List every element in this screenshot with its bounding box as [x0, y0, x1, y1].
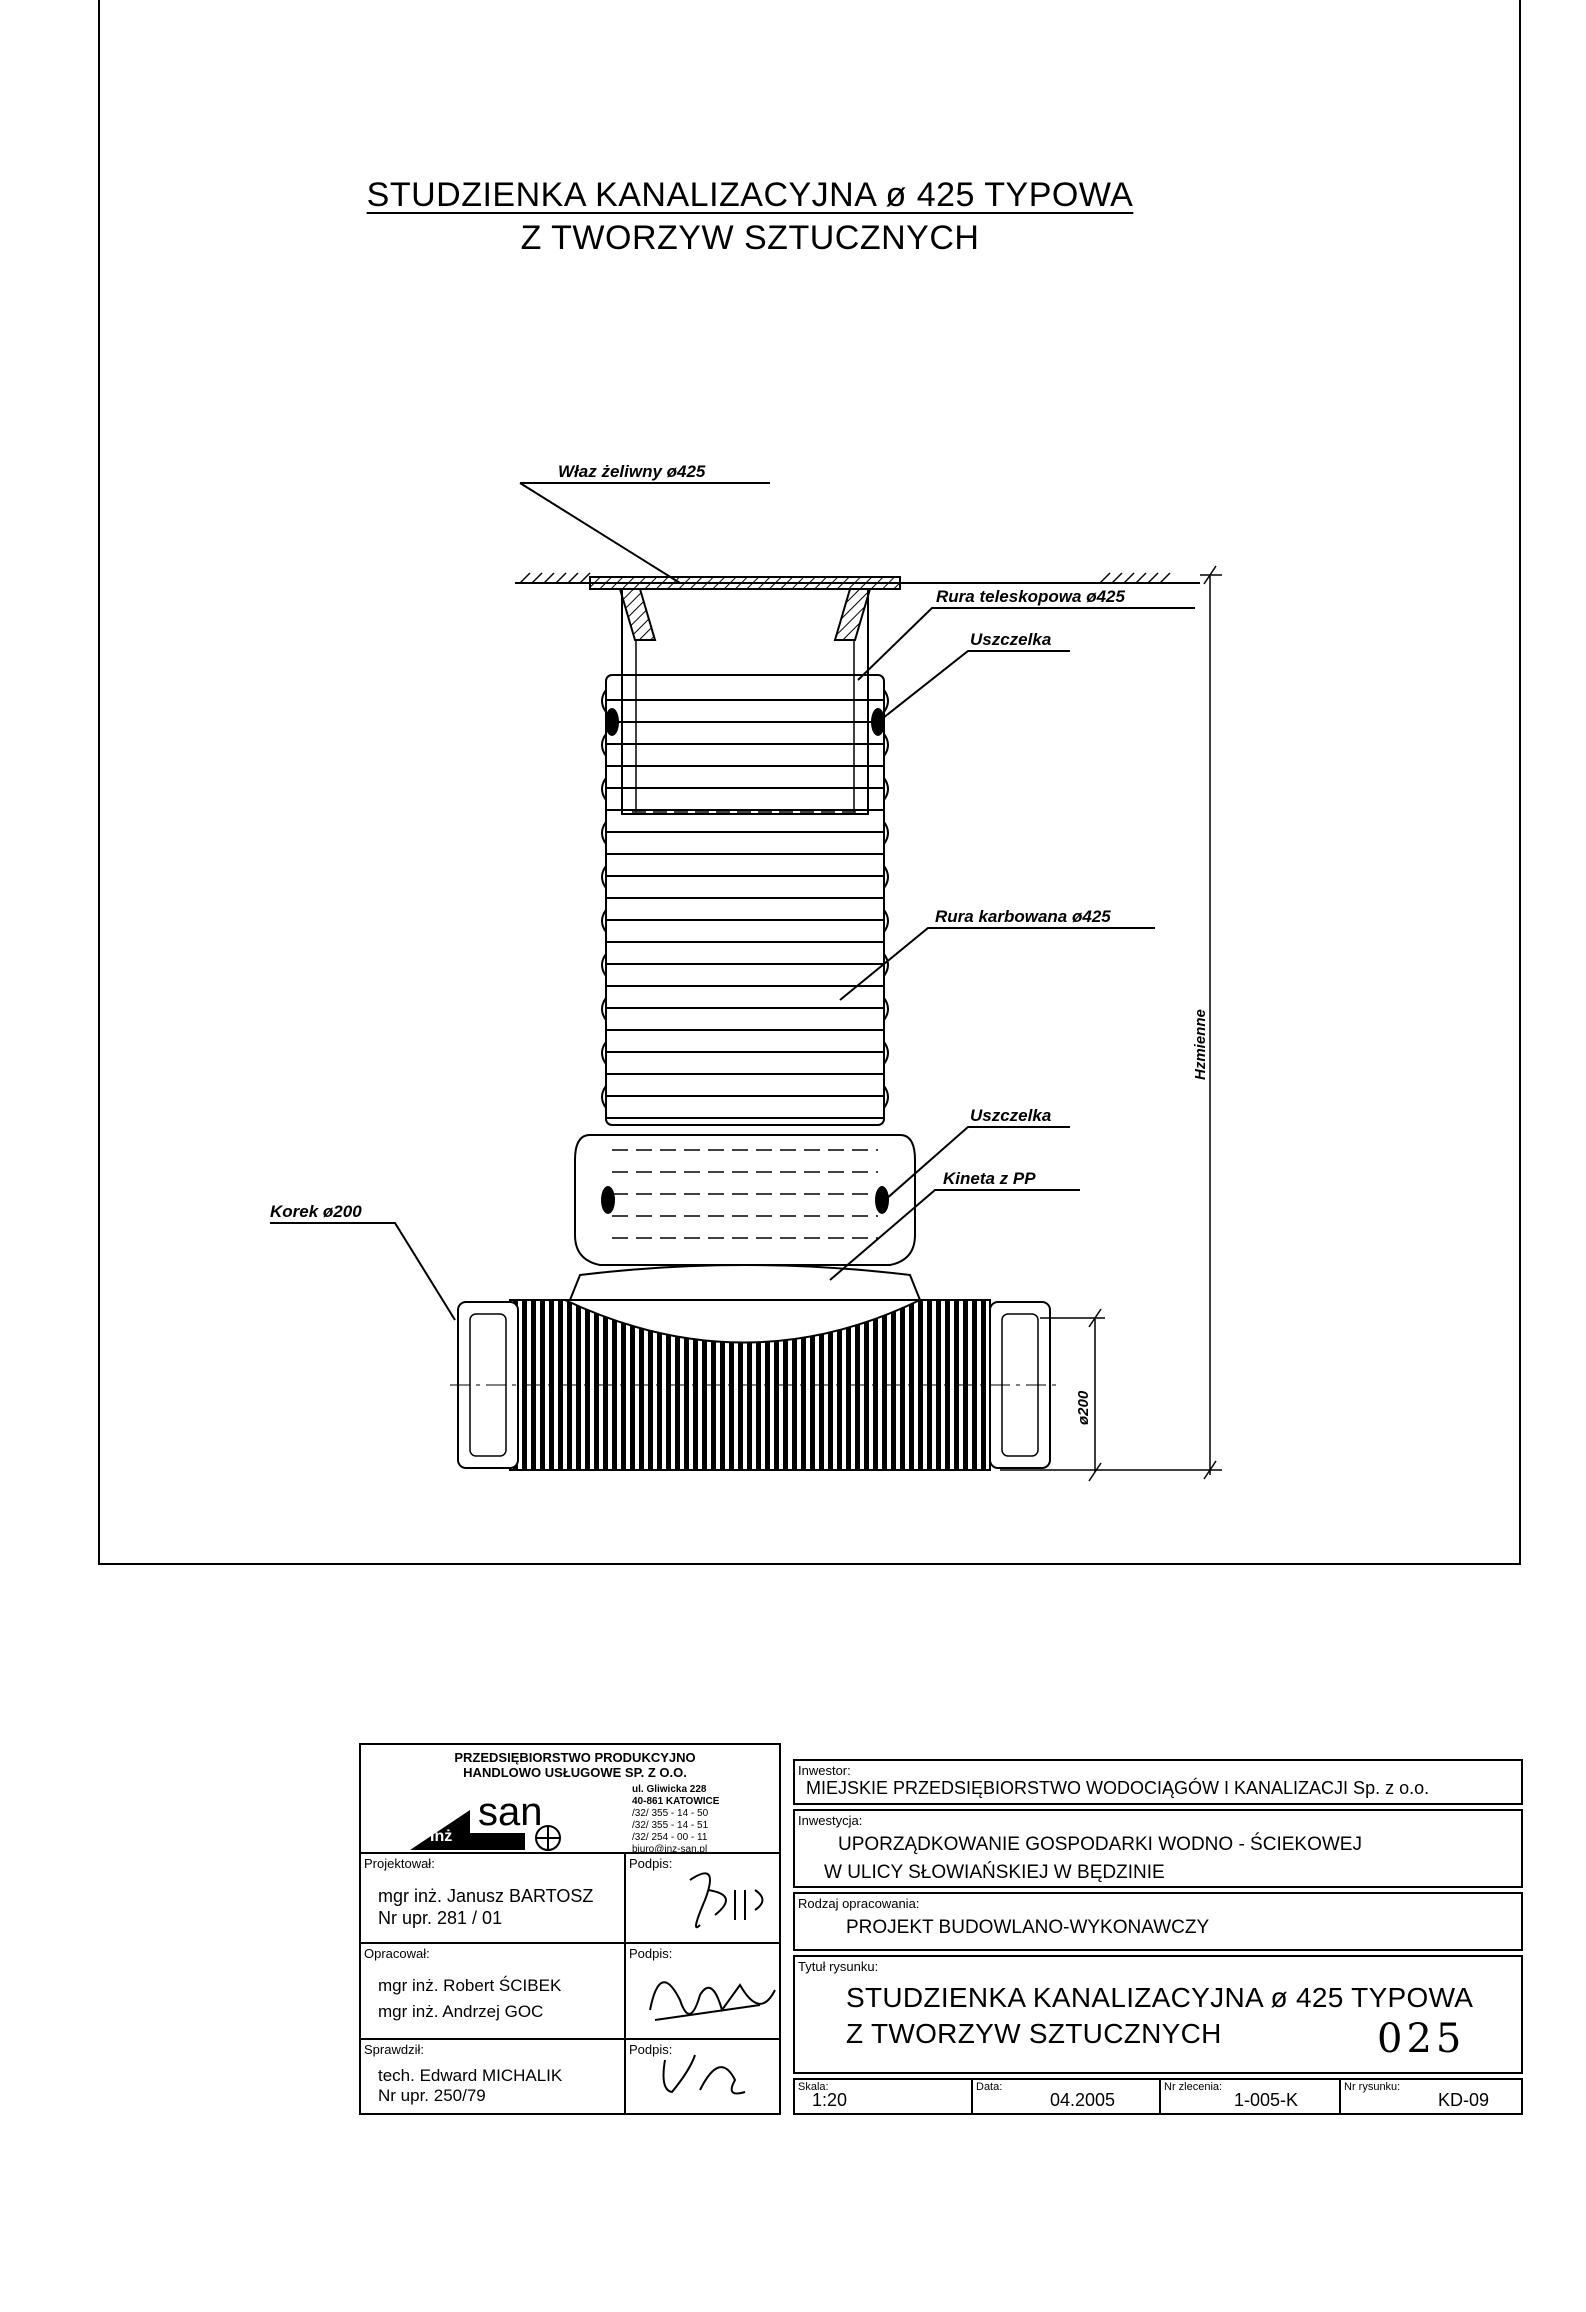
opracowal-name1: mgr inż. Robert ŚCIBEK [378, 1976, 562, 1995]
podpis-label-3: Podpis: [629, 2042, 673, 2057]
rodzaj-label: Rodzaj opracowania: [798, 1896, 920, 1911]
drawing-title: STUDZIENKA KANALIZACYJNA ø 425 TYPOWA [366, 176, 1134, 214]
company-email: biuro@inz-san.pl [632, 1844, 708, 1855]
rodzaj-value: PROJEKT BUDOWLANO-WYKONAWCZY [846, 1917, 1210, 1938]
projektowal-label: Projektował: [364, 1856, 435, 1871]
company-name-line2: HANDLOWO USŁUGOWE SP. Z O.O. [463, 1765, 687, 1780]
inwestycja-line1: UPORZĄDKOWANIE GOSPODARKI WODNO - ŚCIEKO… [838, 1834, 1362, 1855]
skala-label: Skala: [798, 2081, 829, 2093]
callout-telescopic-pipe: Rura teleskopowa ø425 [936, 587, 1126, 606]
podpis-label-2: Podpis: [629, 1946, 673, 1961]
company-address2: 40-861 KATOWICE [632, 1796, 720, 1807]
titleblock-grid [359, 1743, 1523, 2115]
callout-plug: Korek ø200 [270, 1202, 362, 1221]
podpis-label-1: Podpis: [629, 1856, 673, 1871]
height-dimension [1000, 565, 1222, 1480]
inwestycja-line2: W ULICY SŁOWIAŃSKIEJ W BĘDZINIE [824, 1862, 1165, 1883]
tytul-line2: Z TWORZYW SZTUCZNYCH [846, 2018, 1222, 2049]
sprawdzil-label: Sprawdził: [364, 2042, 424, 2057]
data-label: Data: [976, 2081, 1003, 2093]
kineta-base [450, 1299, 1060, 1471]
data-value: 04.2005 [1050, 2090, 1116, 2110]
nr-rysunku-label: Nr rysunku: [1344, 2081, 1401, 2093]
pipe-dimension [1040, 1308, 1105, 1482]
opracowal-name2: mgr inż. Andrzej GOC [378, 2002, 544, 2021]
tytul-label: Tytuł rysunku: [798, 1959, 879, 1974]
sheet-frame-bottom [98, 1563, 1521, 1565]
corrugated-pipe [601, 674, 889, 1126]
kineta-body [568, 1134, 922, 1301]
sheet-frame-right [1519, 0, 1521, 1565]
signature-michalik [662, 2054, 746, 2095]
opracowal-label: Opracował: [364, 1946, 430, 1961]
seal-bottom [601, 1186, 889, 1214]
callout-cover: Właz żeliwny ø425 [558, 462, 706, 481]
signature-bartosz [689, 1872, 764, 1929]
company-fax: /32/ 254 - 00 - 11 [632, 1832, 708, 1843]
signature-scibek-goc [649, 1981, 776, 2021]
callout-seal-bottom: Uszczelka [970, 1106, 1051, 1125]
sprawdzil-nr: Nr upr. 250/79 [378, 2086, 486, 2105]
skala-value: 1:20 [812, 2090, 848, 2110]
company-logo-text: san [478, 1790, 543, 1834]
projektowal-nr: Nr upr. 281 / 01 [378, 1908, 503, 1928]
callout-seal-top: Uszczelka [970, 630, 1051, 649]
dim-height-label: Hzmienne [1192, 1009, 1209, 1080]
company-name-line1: PRZEDSIĘBIORSTWO PRODUKCYJNO [454, 1750, 696, 1765]
company-tel2: /32/ 355 - 14 - 51 [632, 1820, 709, 1831]
leader-lines [270, 482, 1195, 1321]
callout-kineta: Kineta z PP [943, 1169, 1036, 1188]
telescopic-pipe [621, 588, 869, 815]
dim-pipe-label: ø200 [1075, 1390, 1092, 1425]
drawing-subtitle: Z TWORZYW SZTUCZNYCH [520, 219, 980, 257]
inwestycja-label: Inwestycja: [798, 1813, 863, 1828]
company-logo-prefix: Inż [430, 1828, 453, 1845]
inwestor-label: Inwestor: [798, 1763, 851, 1778]
company-tel1: /32/ 355 - 14 - 50 [632, 1808, 709, 1819]
tytul-line1: STUDZIENKA KANALIZACYJNA ø 425 TYPOWA [846, 1982, 1474, 2013]
company-address1: ul. Gliwicka 228 [632, 1784, 707, 1795]
inwestor-value: MIEJSKIE PRZEDSIĘBIORSTWO WODOCIĄGÓW I K… [806, 1778, 1430, 1798]
drawing-stamp-number: 025 [1377, 2016, 1466, 2062]
sprawdzil-name: tech. Edward MICHALIK [378, 2066, 563, 2085]
nr-zlecenia-value: 1-005-K [1234, 2090, 1299, 2110]
cast-iron-cover [589, 576, 901, 641]
sheet-frame-left [98, 0, 100, 1565]
nr-zlecenia-label: Nr zlecenia: [1164, 2081, 1223, 2093]
projektowal-name: mgr inż. Janusz BARTOSZ [378, 1886, 594, 1906]
callout-corrugated-pipe: Rura karbowana ø425 [935, 907, 1111, 926]
company-logo [410, 1810, 561, 1851]
nr-rysunku-value: KD-09 [1438, 2090, 1490, 2110]
